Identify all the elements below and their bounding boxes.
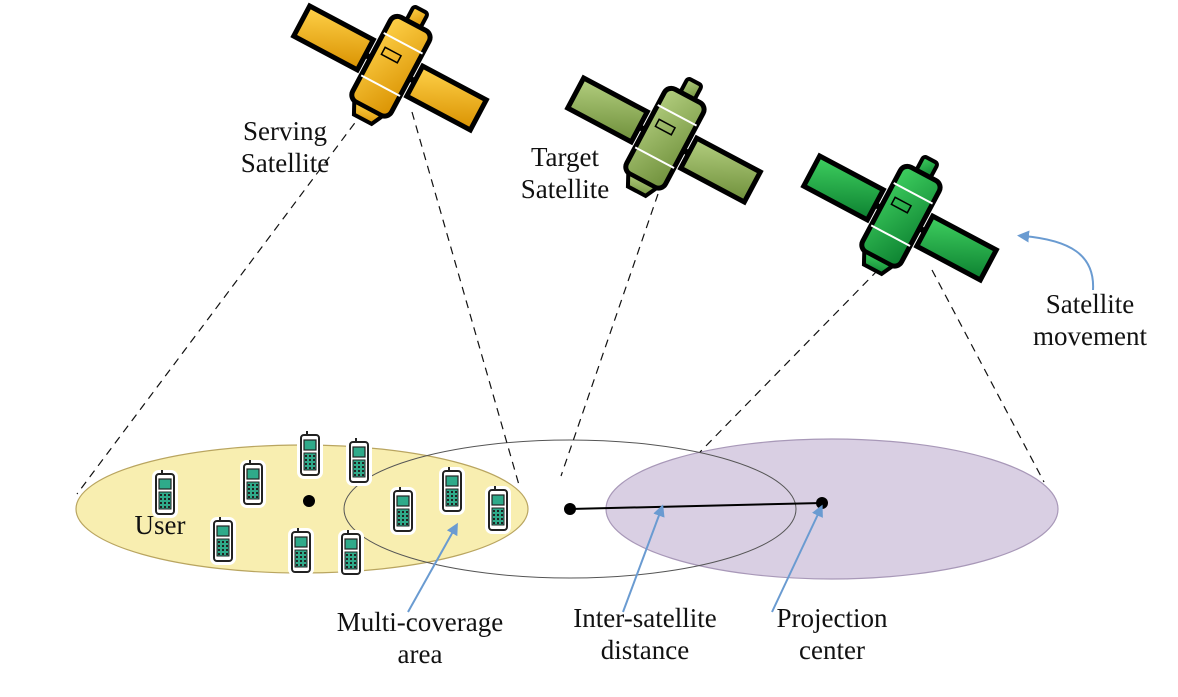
target-satellite-icon [564,74,764,206]
projection-center-dot [816,497,828,509]
mobile-phone-icon [485,484,511,534]
pointer-arrow-icon [1017,230,1095,291]
target-satellite-label-line1: Target [530,142,600,172]
satellite-movement-label: Satellite movement [1015,288,1165,352]
multi-coverage-area-label-line1: Multi-coverage [336,607,504,637]
target-satellite-label-line2: Satellite [520,174,610,204]
inter-satellite-distance-label-line1: Inter-satellite [573,603,717,633]
serving-center-dot [303,495,315,507]
multi-coverage-area-label-line2: area [397,639,443,669]
satellite-movement-label-line1: Satellite [1045,289,1135,319]
serving-satellite-label-line1: Serving [243,116,327,146]
target-coverage-area [343,439,797,579]
inter-satellite-distance-line [569,502,823,510]
mobile-phone-icon [297,429,323,479]
pointer-arrow-icon [622,504,665,613]
target-beam-left [560,193,659,477]
third-beam-right [931,269,1045,483]
target-center-dot [564,503,576,515]
multi-coverage-area-label: Multi-coverage area [310,606,530,670]
pointer-arrow-icon [407,522,458,613]
satellite-movement-label-line2: movement [1033,321,1147,351]
target-satellite-label: Target Satellite [500,141,630,205]
third-satellite-icon [800,152,1000,284]
serving-beam-right [411,111,520,486]
serving-satellite-label-line2: Satellite [240,148,330,178]
mobile-phone-icon [210,515,236,565]
mobile-phone-icon [338,528,364,578]
serving-satellite-icon [290,2,490,134]
projection-center-label: Projection center [752,602,912,666]
mobile-phone-icon [288,526,314,576]
mobile-phone-icon [240,458,266,508]
serving-beam-left [76,111,364,495]
pointer-arrows [407,230,1095,613]
inter-satellite-distance-label-line2: distance [600,635,690,665]
beam-lines [76,111,1045,495]
mobile-phone-icon [346,436,372,486]
inter-satellite-distance-label: Inter-satellite distance [550,602,740,666]
projection-center-label-line1: Projection [776,603,888,633]
pointer-arrow-icon [771,504,823,613]
mobile-phone-icon [439,465,465,515]
third-beam-left [699,269,879,453]
third-coverage-area [605,438,1059,580]
serving-satellite-label: Serving Satellite [220,115,350,179]
user-label: User [134,510,186,540]
mobile-phone-icon [390,485,416,535]
projection-center-label-line2: center [799,635,865,665]
